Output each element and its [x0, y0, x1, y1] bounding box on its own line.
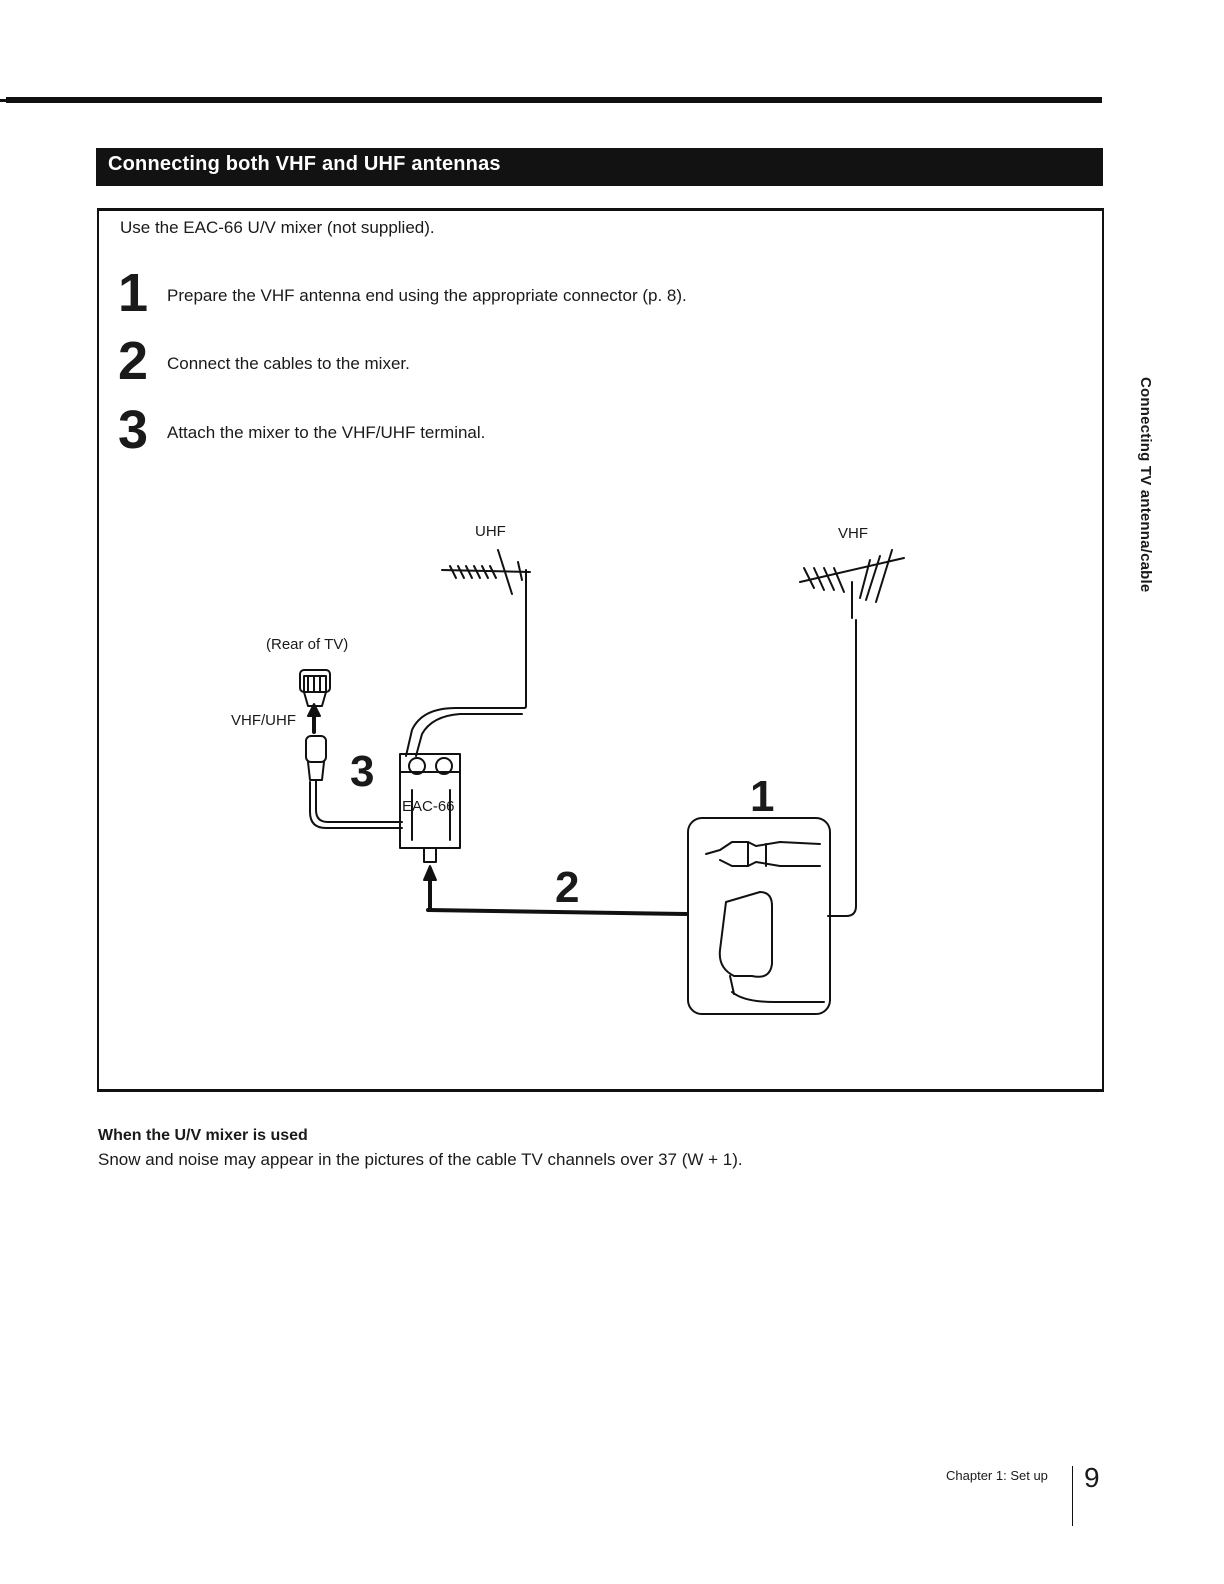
step-text: Connect the cables to the mixer. — [167, 354, 410, 373]
callout-1: 1 — [750, 772, 775, 821]
side-tab-label: Connecting TV antenna/cable — [1137, 377, 1154, 593]
rear-of-tv-label: (Rear of TV) — [266, 636, 349, 653]
step-3: 3 Attach the mixer to the VHF/UHF termin… — [118, 403, 818, 463]
procedure-box — [97, 208, 1104, 1092]
vhf-label: VHF — [838, 525, 868, 542]
step-text: Prepare the VHF antenna end using the ap… — [167, 286, 687, 305]
connection-diagram — [299, 549, 905, 1015]
step-1: 1 Prepare the VHF antenna end using the … — [118, 266, 818, 326]
mixer-icon — [399, 753, 461, 863]
step-2: 2 Connect the cables to the mixer. — [118, 334, 818, 394]
arrow-up-icon — [307, 703, 321, 734]
step-number: 2 — [118, 331, 149, 391]
intro-text: Use the EAC-66 U/V mixer (not supplied). — [120, 218, 435, 237]
note-text: Snow and noise may appear in the picture… — [98, 1150, 743, 1169]
vhf-antenna-icon — [799, 549, 905, 917]
footer-divider — [1072, 1466, 1073, 1526]
uhf-antenna-icon — [405, 549, 531, 757]
plug-icon — [305, 735, 403, 829]
step-text: Attach the mixer to the VHF/UHF terminal… — [167, 423, 486, 442]
tv-terminal-icon — [299, 669, 331, 707]
section-header: Connecting both VHF and UHF antennas — [96, 148, 1103, 186]
section-title: Connecting both VHF and UHF antennas — [108, 153, 501, 175]
side-tab: Connecting TV antenna/cable — [1137, 377, 1159, 597]
mixer-label: EAC-66 — [402, 798, 455, 815]
top-rule — [6, 97, 1102, 103]
step-number: 1 — [118, 263, 149, 323]
step-number: 3 — [118, 400, 149, 460]
callout-2: 2 — [555, 863, 580, 912]
note-title: When the U/V mixer is used — [98, 1127, 308, 1144]
connection-line-2 — [423, 865, 688, 916]
terminal-label: VHF/UHF — [231, 712, 296, 729]
page-number: 9 — [1084, 1462, 1100, 1493]
uhf-label: UHF — [475, 523, 506, 540]
callout-3: 3 — [350, 747, 375, 796]
footer-chapter: Chapter 1: Set up — [946, 1468, 1048, 1483]
connector-detail-inset — [687, 817, 831, 1015]
